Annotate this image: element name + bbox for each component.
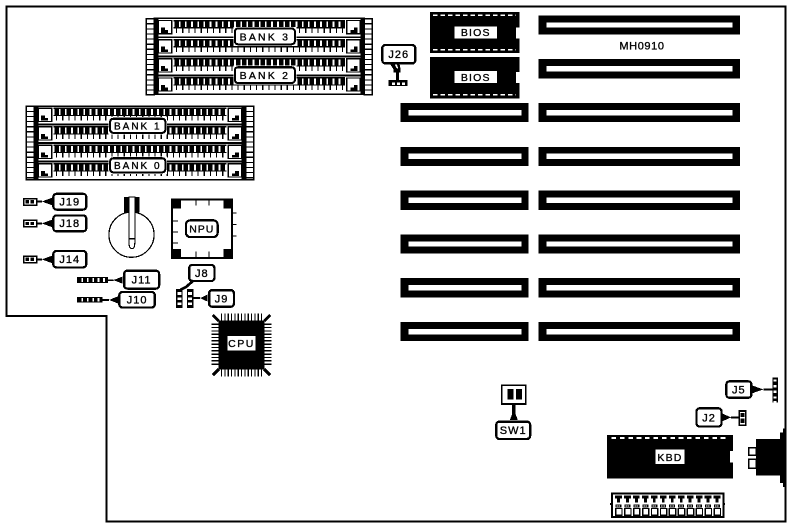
svg-text:CPU: CPU (228, 338, 255, 350)
svg-text:J8: J8 (195, 268, 209, 280)
svg-text:KBD: KBD (657, 452, 682, 464)
svg-text:J26: J26 (388, 49, 409, 61)
svg-text:J5: J5 (732, 384, 746, 396)
svg-text:SW1: SW1 (500, 425, 527, 437)
svg-text:J2: J2 (702, 412, 716, 424)
svg-text:J9: J9 (215, 293, 229, 305)
svg-text:BIOS: BIOS (461, 27, 491, 39)
svg-text:J10: J10 (127, 295, 148, 307)
svg-text:J18: J18 (59, 218, 80, 230)
svg-text:J14: J14 (59, 254, 80, 266)
svg-text:BIOS: BIOS (461, 72, 491, 84)
svg-text:J19: J19 (59, 197, 80, 209)
svg-text:NPU: NPU (189, 224, 214, 236)
svg-text:BANK 2: BANK 2 (240, 70, 291, 82)
svg-text:BANK 3: BANK 3 (240, 31, 291, 43)
svg-text:BANK 1: BANK 1 (114, 122, 162, 133)
svg-text:MH0910: MH0910 (619, 41, 664, 53)
svg-text:J11: J11 (132, 275, 152, 287)
svg-text:BANK 0: BANK 0 (114, 161, 162, 172)
